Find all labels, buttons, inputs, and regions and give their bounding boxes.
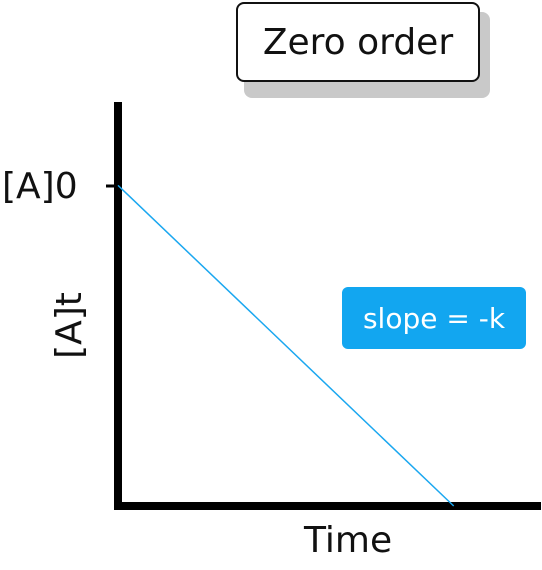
y-axis-label: [A]t bbox=[48, 292, 90, 359]
chart-title: Zero order bbox=[236, 2, 480, 82]
series-line-0 bbox=[117, 184, 455, 507]
slope-annotation: slope = -k bbox=[342, 287, 526, 349]
y-tick-label: [A]0 bbox=[2, 166, 78, 207]
x-axis-label: Time bbox=[304, 520, 393, 561]
